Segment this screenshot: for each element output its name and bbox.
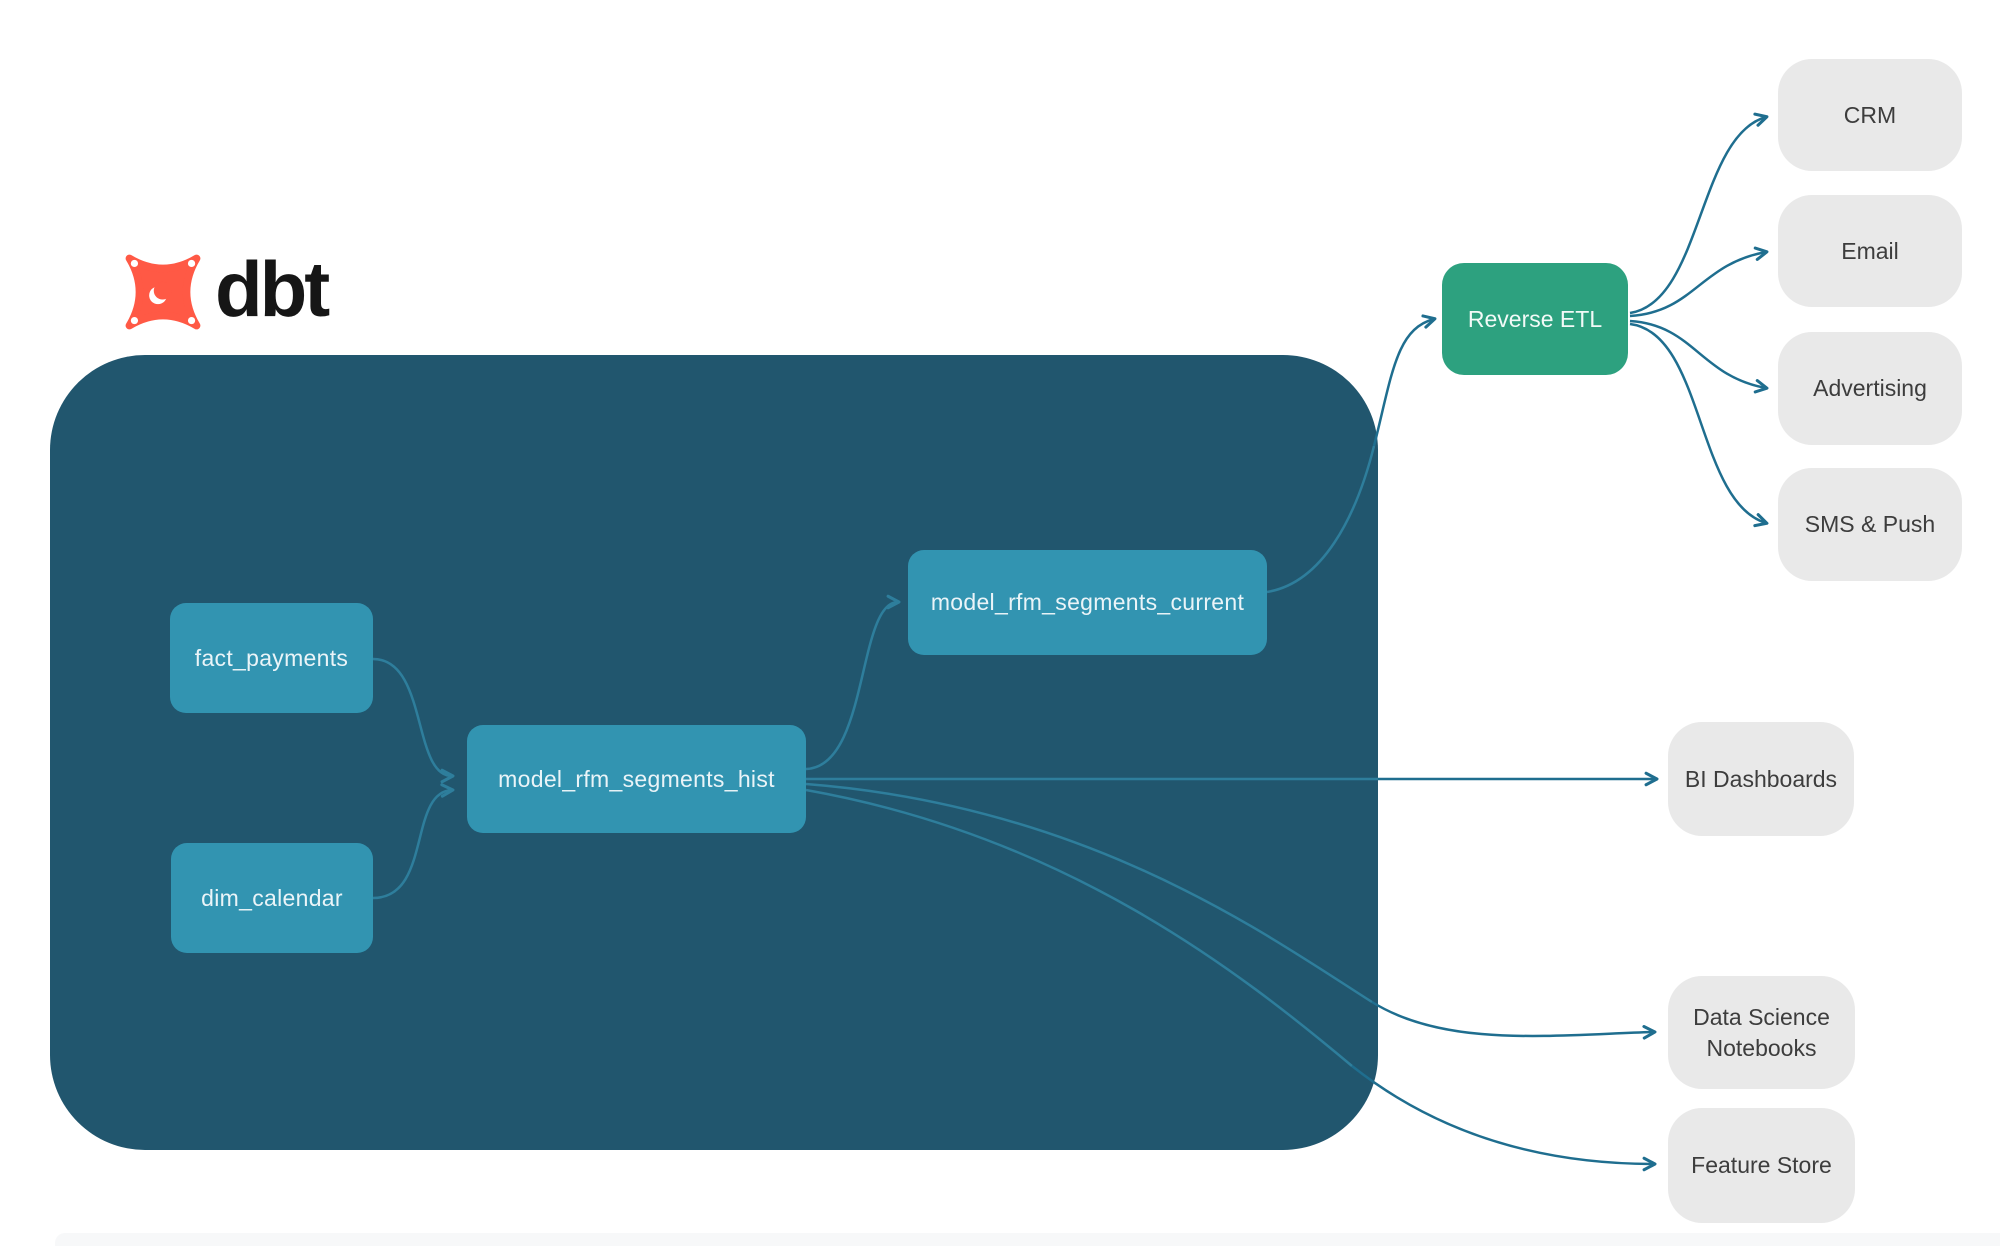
dest-data-science-notebooks: Data Science Notebooks: [1668, 976, 1855, 1089]
node-reverse-etl-label: Reverse ETL: [1467, 305, 1603, 332]
dest-sms-push: SMS & Push: [1778, 468, 1962, 581]
node-fact-payments-label: fact_payments: [194, 644, 349, 671]
node-dim-calendar-label: dim_calendar: [201, 884, 343, 911]
edge-reverse-etl-to-crm: [1629, 112, 1769, 315]
dbt-star-icon: [125, 254, 201, 330]
dest-feature-store-label: Feature Store: [1691, 1152, 1832, 1178]
dbt-logo: dbt: [121, 245, 330, 334]
edge-hist-to-data-science-notebooks: [1371, 1000, 1657, 1040]
edge-reverse-etl-to-email: [1629, 246, 1769, 318]
dest-email: Email: [1778, 195, 1962, 307]
dbt-logo-text: dbt: [215, 245, 330, 333]
node-model-rfm-segments-hist-label: model_rfm_segments_hist: [498, 765, 775, 792]
node-reverse-etl: Reverse ETL: [1442, 263, 1628, 375]
dest-feature-store: Feature Store: [1668, 1108, 1855, 1223]
dest-advertising: Advertising: [1778, 332, 1962, 445]
node-model-rfm-segments-current-label: model_rfm_segments_current: [930, 589, 1245, 615]
dest-crm-label: CRM: [1843, 101, 1897, 128]
edge-reverse-etl-to-advertising: [1629, 319, 1769, 394]
edge-reverse-etl-to-sms-push: [1629, 322, 1769, 528]
bottom-edge-strip: [55, 1233, 2000, 1246]
dest-bi-dashboards-label: BI Dashboards: [1684, 765, 1838, 792]
dest-bi-dashboards: BI Dashboards: [1668, 722, 1854, 836]
edge-current-to-reverse-etl: [1372, 314, 1437, 447]
edge-hist-to-feature-store: [1351, 1065, 1657, 1172]
dest-sms-push-label: SMS & Push: [1804, 511, 1936, 537]
node-dim-calendar: dim_calendar: [171, 843, 373, 953]
dest-email-label: Email: [1841, 237, 1899, 264]
dest-crm: CRM: [1778, 59, 1962, 171]
node-fact-payments: fact_payments: [170, 603, 373, 713]
node-model-rfm-segments-hist: model_rfm_segments_hist: [467, 725, 806, 833]
node-model-rfm-segments-current: model_rfm_segments_current: [908, 550, 1267, 655]
dest-data-science-notebooks-label: Data Science Notebooks: [1693, 1003, 1830, 1061]
dest-advertising-label: Advertising: [1813, 375, 1927, 401]
